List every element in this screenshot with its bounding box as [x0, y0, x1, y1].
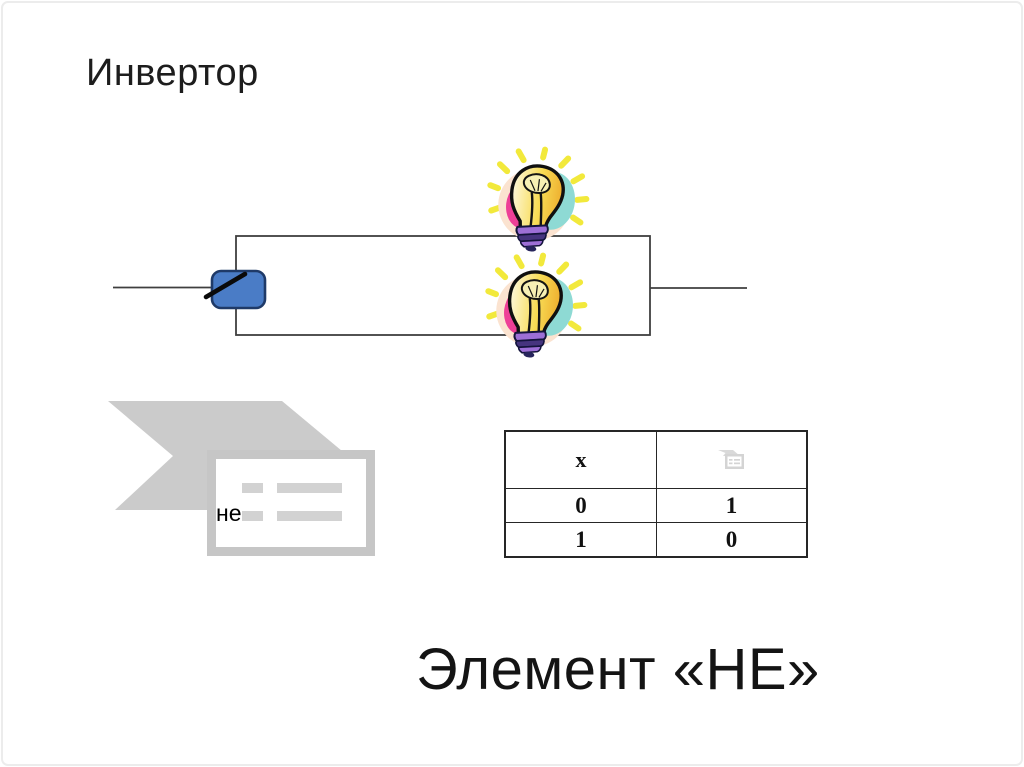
switch-icon — [203, 269, 267, 310]
light-bulb-top-icon — [483, 144, 592, 258]
table-cell-x-1: 1 — [506, 522, 656, 556]
slide-caption: Элемент «НЕ» — [416, 637, 820, 702]
circuit-diagram — [113, 140, 747, 370]
flag-card-clipart-icon — [108, 401, 375, 556]
table-cell-notx-1: 1 — [656, 488, 806, 522]
light-bulb-bottom-icon — [481, 250, 590, 364]
table-header-x: x — [575, 447, 587, 472]
table-cell-x-0: 0 — [506, 488, 656, 522]
mini-flag-card-icon — [717, 450, 744, 469]
truth-table: x 0 1 1 0 — [504, 430, 808, 558]
table-cell-notx-0: 0 — [656, 522, 806, 556]
table-header-not-x — [656, 432, 806, 488]
slide-title: Инвертор — [86, 52, 259, 94]
clipart-label: не — [216, 500, 242, 526]
circuit-wires — [113, 235, 747, 336]
